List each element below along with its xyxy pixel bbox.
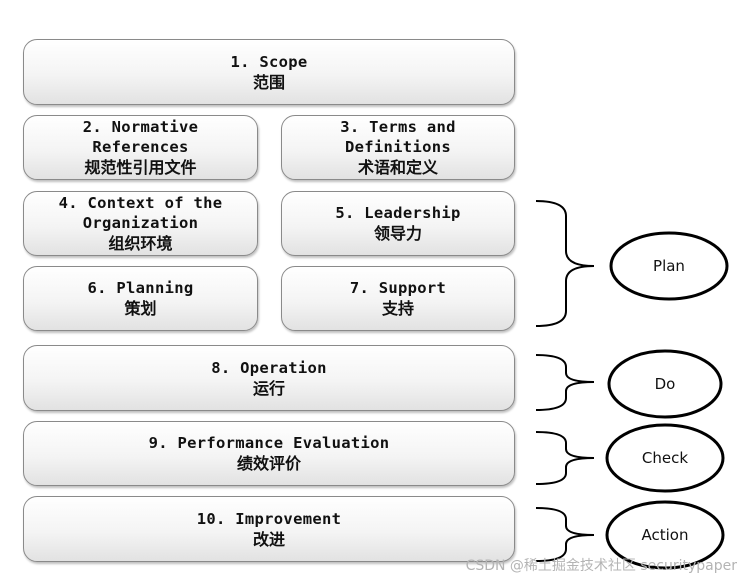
clause-title: 6. Planning <box>87 279 194 297</box>
clause-box-planning: 6. Planning 策划 <box>23 266 258 331</box>
plan-brace <box>535 200 595 327</box>
clause-title-zh: 支持 <box>381 299 414 318</box>
clause-title-zh: 运行 <box>252 378 285 398</box>
clause-title-zh: 领导力 <box>373 224 422 243</box>
clause-box-leadership: 5. Leadership 领导力 <box>281 191 515 256</box>
clause-title: 10. Improvement <box>196 509 342 528</box>
clause-box-terms-definitions: 3. Terms and Definitions 术语和定义 <box>281 115 515 180</box>
clause-title: 4. Context of the Organization <box>58 194 223 232</box>
do-oval <box>607 349 723 419</box>
clause-title: 7. Support <box>349 279 447 297</box>
clause-title-zh: 策划 <box>124 299 157 318</box>
plan-oval <box>609 231 729 301</box>
clause-title: 3. Terms and Definitions <box>340 118 456 156</box>
clause-box-support: 7. Support 支持 <box>281 266 515 331</box>
clause-box-normative-references: 2. Normative References 规范性引用文件 <box>23 115 258 180</box>
clause-title-zh: 绩效评价 <box>236 454 301 473</box>
do-label: Do <box>654 375 676 393</box>
clause-title: 5. Leadership <box>335 204 461 222</box>
do-brace <box>535 354 595 411</box>
action-oval <box>605 500 725 570</box>
clause-title: 9. Performance Evaluation <box>148 434 390 452</box>
clause-title: 8. Operation <box>211 358 327 377</box>
clause-title-zh: 术语和定义 <box>357 158 438 177</box>
clause-title-zh: 规范性引用文件 <box>84 158 197 177</box>
check-label: Check <box>641 449 689 467</box>
clause-title: 1. Scope <box>230 52 308 71</box>
clause-title-zh: 改进 <box>252 529 285 549</box>
plan-label: Plan <box>653 257 685 275</box>
watermark-text: CSDN @稀土掘金技术社区 securitypaper <box>465 558 737 574</box>
clause-box-performance-evaluation: 9. Performance Evaluation 绩效评价 <box>23 421 515 486</box>
clause-title-zh: 范围 <box>252 72 285 92</box>
clause-box-scope: 1. Scope 范围 <box>23 39 515 105</box>
clause-box-operation: 8. Operation 运行 <box>23 345 515 411</box>
action-brace <box>535 507 595 562</box>
check-oval <box>605 423 725 493</box>
clause-title-zh: 组织环境 <box>108 234 173 253</box>
action-label: Action <box>641 526 689 544</box>
clause-box-context: 4. Context of the Organization 组织环境 <box>23 191 258 256</box>
check-brace <box>535 431 595 485</box>
clause-box-improvement: 10. Improvement 改进 <box>23 496 515 562</box>
clause-title: 2. Normative References <box>82 118 199 156</box>
